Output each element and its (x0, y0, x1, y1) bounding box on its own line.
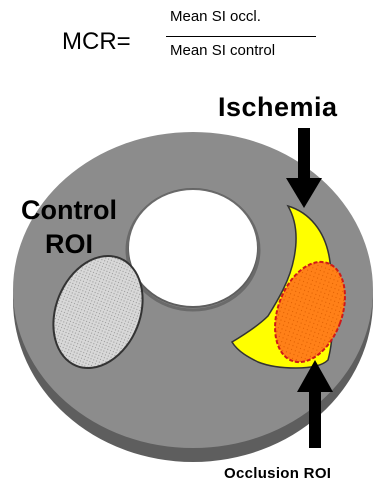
lumen (129, 190, 257, 306)
control-roi-label-line2: ROI (10, 227, 128, 261)
formula-denominator: Mean SI control (170, 42, 275, 59)
fraction-bar (166, 36, 316, 37)
ischemia-arrow-shaft (298, 128, 310, 180)
control-roi-label-line1: Control (10, 193, 128, 227)
formula-lhs: MCR= (62, 28, 131, 56)
formula-numerator: Mean SI occl. (170, 8, 261, 25)
occlusion-roi-label: Occlusion ROI (224, 465, 331, 482)
mcr-formula: MCR= Mean SI occl. Mean SI control (62, 6, 342, 66)
control-roi-label: Control ROI (10, 193, 128, 261)
occlusion-arrow-shaft (309, 390, 321, 448)
ischemia-label: Ischemia (218, 92, 338, 123)
